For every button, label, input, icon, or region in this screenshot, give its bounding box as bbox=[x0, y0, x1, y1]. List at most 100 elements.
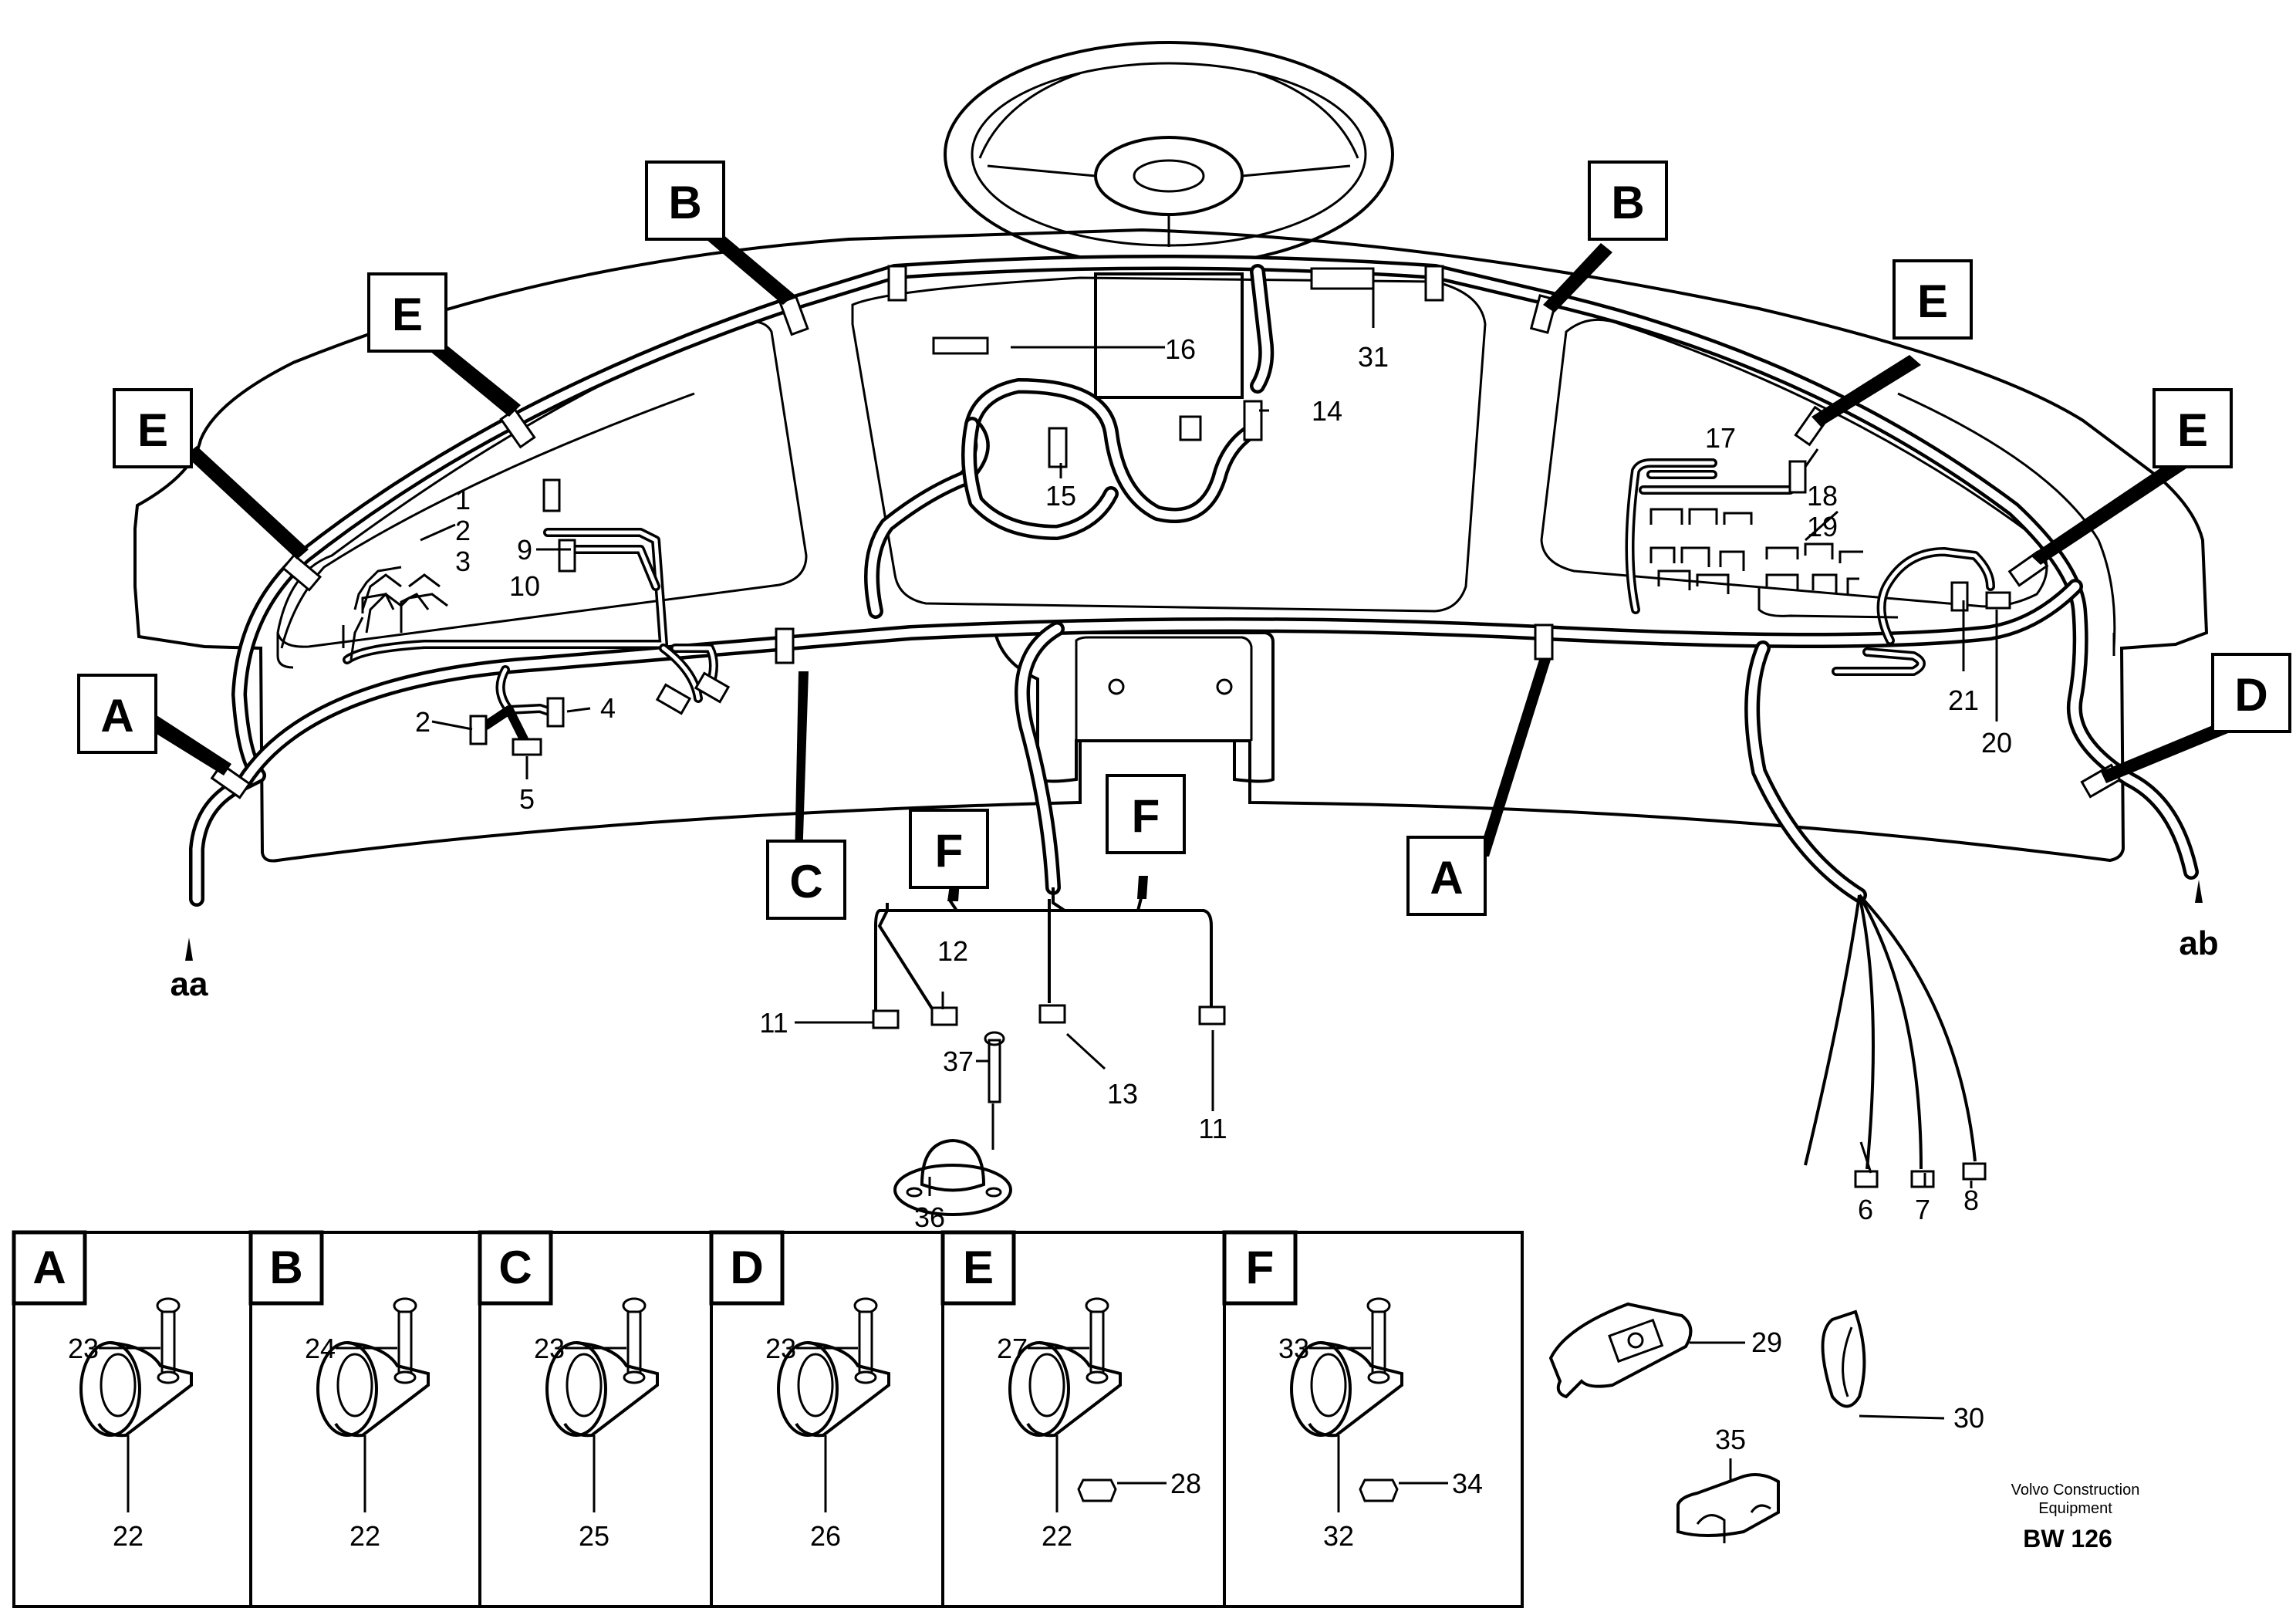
label-box-E-1 bbox=[113, 388, 193, 468]
screw-head-icon bbox=[622, 1297, 647, 1314]
part-35: 35 bbox=[1715, 1424, 1746, 1455]
label-box-E-4 bbox=[2152, 388, 2233, 468]
screw-head-icon bbox=[156, 1297, 181, 1314]
lower-branches bbox=[872, 887, 1987, 1188]
part-8: 8 bbox=[1963, 1184, 1979, 1216]
part-15: 15 bbox=[1045, 480, 1076, 512]
detail-panel-c: C 23 25 bbox=[478, 1230, 659, 1552]
panel-bottom-part: 32 bbox=[1323, 1520, 1354, 1552]
screw-head-icon bbox=[1366, 1297, 1391, 1314]
clamp-inner-icon bbox=[797, 1353, 834, 1418]
label-box-C bbox=[766, 840, 846, 920]
panel-top-part: 33 bbox=[1278, 1333, 1309, 1364]
part-21: 21 bbox=[1948, 684, 1979, 716]
label-B-right: B bbox=[1611, 177, 1644, 228]
label-F-left: F bbox=[935, 825, 964, 877]
label-box-E-2 bbox=[367, 272, 447, 353]
detail-panel-b: B 24 22 bbox=[248, 1230, 430, 1552]
left-sub-harness bbox=[342, 528, 718, 745]
clamp-inner-icon bbox=[100, 1353, 137, 1418]
clamp-inner-icon bbox=[1310, 1353, 1347, 1418]
panel-label: B bbox=[269, 1242, 302, 1293]
panel-label: E bbox=[963, 1242, 994, 1293]
label-box-F-right bbox=[1106, 774, 1186, 854]
panel-label-box bbox=[478, 1230, 553, 1306]
part-12: 12 bbox=[937, 935, 968, 967]
part-20: 20 bbox=[1981, 727, 2012, 759]
part-30: 30 bbox=[1953, 1402, 1984, 1434]
location-labels: A E E B C F F A B E E D bbox=[77, 161, 2291, 920]
clamp-inner-icon bbox=[1028, 1353, 1065, 1418]
label-A-right: A bbox=[1430, 852, 1463, 904]
label-E-1: E bbox=[137, 404, 168, 456]
part-3: 3 bbox=[455, 546, 471, 577]
part-2-lower: 2 bbox=[415, 706, 430, 738]
connection-arrows bbox=[185, 880, 2203, 961]
panel-top-part: 24 bbox=[305, 1333, 336, 1364]
harness-clips bbox=[210, 265, 2122, 799]
washer-icon bbox=[157, 1370, 180, 1384]
label-C: C bbox=[789, 856, 822, 907]
panel-top-part: 23 bbox=[534, 1333, 565, 1364]
label-A-left: A bbox=[100, 690, 133, 742]
detail-panel-a: A 23 22 bbox=[12, 1230, 193, 1552]
panel-label-box bbox=[12, 1230, 87, 1306]
part-19: 19 bbox=[1807, 511, 1838, 542]
panel-label-box bbox=[940, 1230, 1016, 1306]
part-5: 5 bbox=[519, 783, 535, 815]
nut-icon bbox=[1359, 1478, 1399, 1502]
screw-head-icon bbox=[393, 1297, 417, 1314]
clip-part-29: 29 bbox=[1548, 1302, 1782, 1399]
clamp-inner-icon bbox=[566, 1353, 603, 1418]
label-pointers bbox=[143, 230, 2228, 901]
washer-icon bbox=[1367, 1370, 1390, 1384]
panel-top-part: 27 bbox=[997, 1333, 1028, 1364]
knob-part-36 bbox=[893, 1031, 1012, 1216]
panel-label: D bbox=[730, 1242, 763, 1293]
label-box-B-left bbox=[645, 161, 725, 241]
label-B-left: B bbox=[668, 177, 701, 228]
cable-tie-part-30: 30 bbox=[1821, 1309, 1984, 1434]
label-E-3: E bbox=[1917, 275, 1948, 327]
panel-label: A bbox=[32, 1242, 66, 1293]
panel-bottom-part: 25 bbox=[579, 1520, 609, 1552]
washer-icon bbox=[854, 1370, 877, 1384]
panel-label: C bbox=[498, 1242, 532, 1293]
part-36: 36 bbox=[914, 1201, 945, 1233]
clip-part-35: 35 bbox=[1676, 1424, 1780, 1543]
part-9: 9 bbox=[517, 534, 532, 566]
screw-head-icon bbox=[853, 1297, 878, 1314]
label-E-4: E bbox=[2177, 404, 2208, 456]
part-37: 37 bbox=[943, 1046, 974, 1077]
label-box-D bbox=[2211, 653, 2291, 733]
instrument-panels bbox=[276, 276, 2048, 648]
panel-top-part: 23 bbox=[68, 1333, 99, 1364]
panel-label: F bbox=[1246, 1242, 1275, 1293]
part-17: 17 bbox=[1705, 422, 1736, 454]
panel-bottom-part: 26 bbox=[810, 1520, 841, 1552]
label-box-A-left bbox=[77, 674, 157, 754]
part-2: 2 bbox=[455, 515, 471, 546]
panel-nut-part: 28 bbox=[1170, 1468, 1201, 1499]
nut-icon bbox=[1077, 1478, 1117, 1502]
part-31: 31 bbox=[1358, 341, 1389, 373]
label-box-A-right bbox=[1406, 836, 1487, 916]
panel-bottom-part: 22 bbox=[349, 1520, 380, 1552]
drawing-code: BW 126 bbox=[2023, 1525, 2112, 1553]
part-11-left: 11 bbox=[759, 1007, 788, 1039]
credit-line-1: Volvo Construction bbox=[2011, 1482, 2140, 1499]
panel-label-box bbox=[709, 1230, 785, 1306]
credit-line-2: Equipment bbox=[2038, 1500, 2112, 1517]
part-18: 18 bbox=[1807, 480, 1838, 512]
panel-bottom-part: 22 bbox=[113, 1520, 144, 1552]
label-box-B-right bbox=[1588, 161, 1668, 241]
label-E-2: E bbox=[392, 289, 423, 340]
panel-top-part: 23 bbox=[765, 1333, 796, 1364]
ref-ab: ab bbox=[2179, 924, 2218, 962]
right-sub-harness bbox=[1625, 458, 1995, 676]
label-box-F-left bbox=[909, 809, 989, 889]
